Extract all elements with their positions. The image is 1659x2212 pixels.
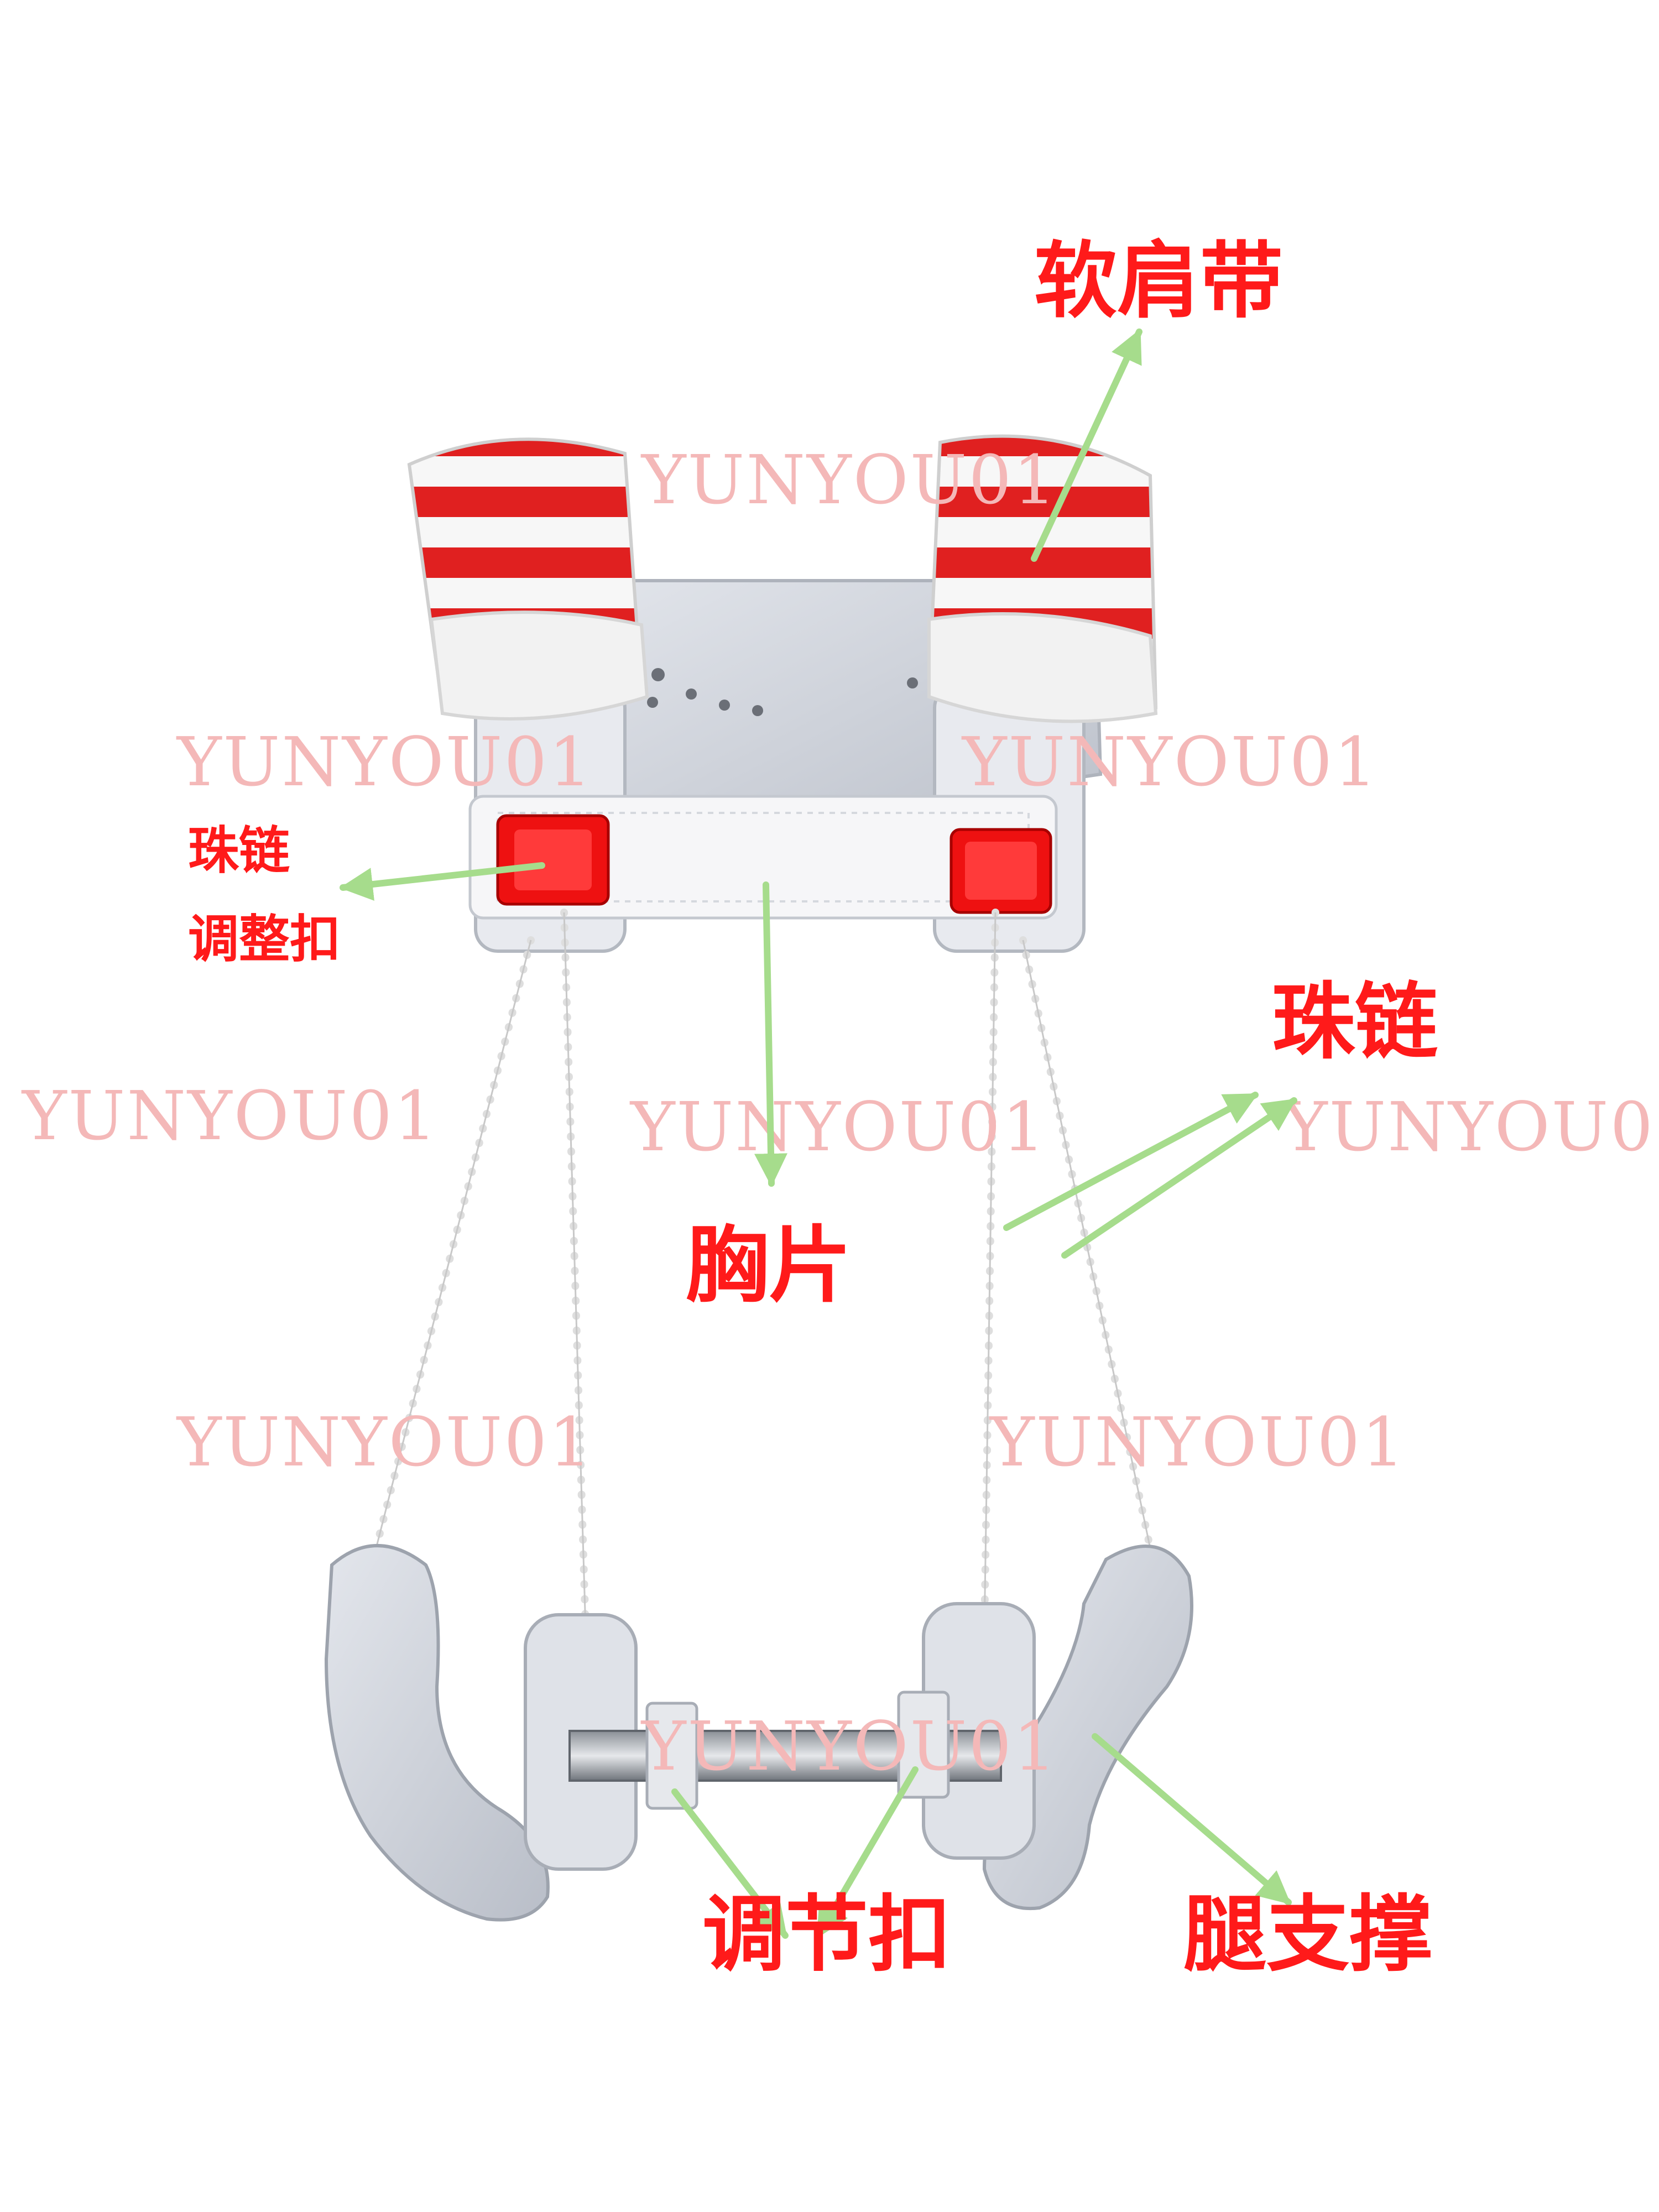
label-bead-chain: 珠链 <box>1272 974 1438 1071</box>
watermark-7: YUNYOU01 <box>176 1403 593 1481</box>
watermarks: YUNYOU01 YUNYOU01 YUNYOU01 YUNYOU01 YUNY… <box>21 441 1659 1786</box>
right-red-buckle[interactable] <box>950 828 1052 914</box>
watermark-3: YUNYOU01 <box>961 723 1379 801</box>
left-shoulder-pad <box>407 437 649 721</box>
watermark-1: YUNYOU01 <box>640 441 1058 519</box>
arrow-chain-adjust <box>340 862 545 901</box>
arrow-shoulder-strap <box>1031 328 1142 562</box>
left-leg-support <box>324 1544 550 1922</box>
arrow-bead-chain-1 <box>1003 1092 1259 1231</box>
watermark-9: YUNYOU01 <box>640 1707 1058 1786</box>
left-red-buckle[interactable] <box>496 814 610 906</box>
brace-illustration <box>324 434 1193 1922</box>
label-bead-chain-adjust-line1: 珠链 <box>188 821 290 880</box>
callout-arrows <box>340 328 1297 1939</box>
watermark-4: YUNYOU01 <box>21 1077 439 1155</box>
watermark-2: YUNYOU01 <box>176 723 593 801</box>
watermark-8: YUNYOU01 <box>989 1403 1406 1481</box>
label-leg-support: 腿支撑 <box>1183 1887 1432 1983</box>
label-adjust-buckle: 调节扣 <box>702 1887 951 1983</box>
callout-labels: 软肩带 珠链 调整扣 珠链 胸片 调节扣 腿支撑 <box>188 233 1438 1983</box>
arrow-bead-chain-2 <box>1061 1097 1297 1259</box>
chest-band <box>468 795 1058 920</box>
arrow-adjust-buckle-left <box>671 1788 789 1939</box>
label-soft-shoulder-strap: 软肩带 <box>1034 233 1283 330</box>
left-bar-clip[interactable] <box>645 1702 698 1810</box>
label-chest-plate: 胸片 <box>686 1218 852 1314</box>
label-bead-chain-adjust-line2: 调整扣 <box>188 910 341 969</box>
arrow-adjust-buckle-right <box>815 1766 919 1939</box>
right-shoulder-pad <box>927 434 1158 723</box>
arrow-chest-plate <box>754 881 787 1187</box>
arrow-leg-support <box>1092 1733 1292 1906</box>
watermark-6: YUNYOU01 <box>1282 1088 1659 1166</box>
watermark-5: YUNYOU01 <box>629 1088 1047 1166</box>
